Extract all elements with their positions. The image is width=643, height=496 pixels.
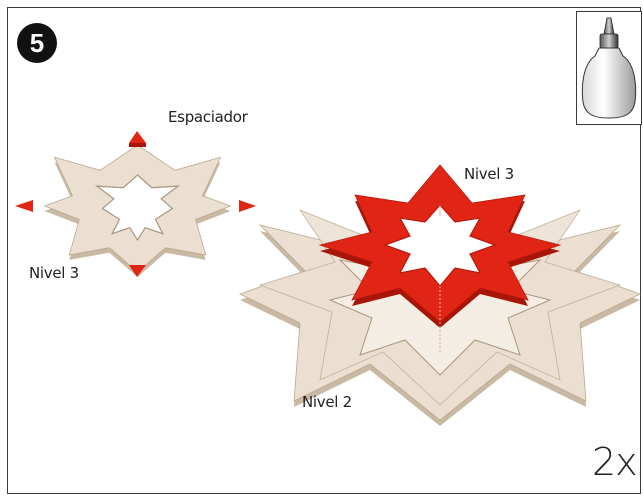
level3-large-label: Nivel 3	[464, 165, 514, 183]
quantity-label: 2x	[592, 440, 637, 484]
level3-small-label: Nivel 3	[29, 264, 79, 282]
small-star-level3	[45, 145, 231, 277]
spacer-label: Espaciador	[168, 108, 247, 126]
level2-label: Nivel 2	[302, 393, 352, 411]
